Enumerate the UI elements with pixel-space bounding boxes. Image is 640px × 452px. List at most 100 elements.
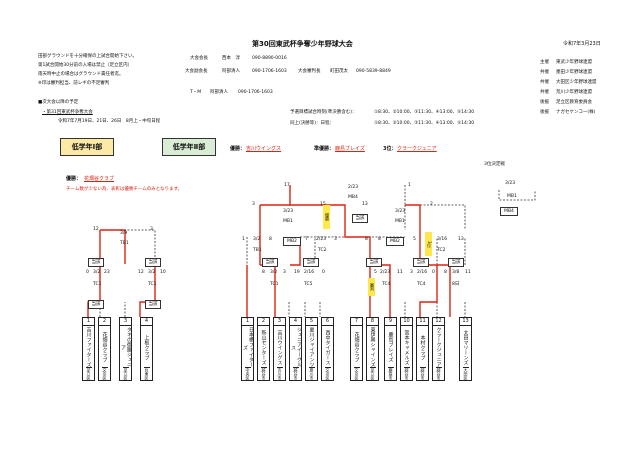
sponsor-role-3: 共催 <box>540 80 549 85</box>
qf1-score-l: 1 <box>242 237 245 242</box>
official-tel-2: 090-1706-1603 <box>252 69 287 74</box>
team-name: 夏川ジャイアンツ <box>308 327 315 367</box>
team-area: 中央区 <box>244 367 251 380</box>
team-name: 吉川ファイターズ <box>85 327 92 367</box>
team-number: 2 <box>258 318 269 326</box>
sponsor-name-4: 荒川少年野球連盟 <box>556 90 592 95</box>
team-name: 鹿島ブレイズ <box>387 332 394 362</box>
page-date: 令和7年3月23日 <box>563 41 601 47</box>
semi-r-score-l: 13 <box>362 202 368 207</box>
left-final-score-r: 3 <box>150 227 153 232</box>
team-number: 2 <box>99 318 110 326</box>
left-semi1-score-r: 23 <box>104 270 110 275</box>
tab-low-2[interactable]: 低学年Ⅱ部 <box>162 138 216 156</box>
tm-role: T・M <box>190 90 202 95</box>
r1-badge-2: 当該 <box>303 258 319 267</box>
sponsor-name-3: 大田区少年野球連盟 <box>556 80 597 85</box>
team-area: 越谷市 <box>403 367 410 380</box>
third-date: 3/23 <box>505 181 516 186</box>
semi-l-field: MB1 <box>283 219 293 224</box>
team-box: 13 太田マリーンズ大田区 <box>459 317 472 381</box>
qf2-score-r: 3 <box>334 237 337 242</box>
semi-l-score-l: 3 <box>252 202 255 207</box>
team-box: 3 タキの御園ジュニア 足立区 <box>119 317 132 381</box>
note-1: 田部グラウンドを十分確保の上試合開始下さい。 <box>38 54 137 59</box>
team-area: 文京区 <box>101 367 108 380</box>
sponsor-role-4: 共催 <box>540 90 549 95</box>
r1-field-3: TC4 <box>382 282 391 287</box>
r1-score-r-5: 11 <box>465 270 471 275</box>
left-semi1-date: 3/2 <box>93 270 101 275</box>
qf3-sub: MB2 <box>386 237 404 246</box>
r1-score-l-3: 5 <box>374 270 377 275</box>
r1-field-4: TC4 <box>417 282 426 287</box>
team-area: 吉川市 <box>276 367 283 380</box>
r1-date-2: 2/16 <box>304 270 315 275</box>
team-name: クラークジュニア <box>435 327 442 367</box>
r1-score-r-3: 11 <box>397 270 403 275</box>
team-area: 足立区 <box>85 367 92 380</box>
official-tel-3: 090-5839-8849 <box>356 69 391 74</box>
final-field: MB4 <box>348 195 358 200</box>
r1-badge-4: 当該 <box>413 258 429 267</box>
left-semi2-field: TC1 <box>148 282 157 287</box>
semi-r-date: 3/23 <box>395 209 406 214</box>
team-number: 7 <box>351 318 362 326</box>
qf1-score-r: 8 <box>269 237 272 242</box>
r1-badge-5: 当該 <box>448 258 464 267</box>
time2-label: 同上(決勝等)：日程： <box>290 121 335 126</box>
tm-name: 阿部清人 <box>210 90 228 95</box>
sponsor-name-1: 東武少年野球連盟 <box>556 60 592 65</box>
official-name-3: 町田茂太 <box>330 69 348 74</box>
left-badge-bottom-1: 当該 <box>88 300 104 309</box>
second-label: 準優勝： <box>314 146 335 152</box>
team-area: 夏川市 <box>308 367 315 380</box>
official-role-2: 大会副会長 <box>185 69 208 74</box>
left-semi2-badge: 当該 <box>145 258 161 267</box>
team-number: 13 <box>460 318 471 326</box>
r1-score-r-2: 0 <box>322 270 325 275</box>
official-role-1: 大会会長 <box>190 56 208 61</box>
sponsor-name-5: 足立区教育委員会 <box>556 100 592 105</box>
team-area: 足立区 <box>122 367 129 380</box>
note-4: ※印は審判担当、前レギの不足審判 <box>38 81 110 86</box>
qf4-score-r: 13 <box>458 237 464 242</box>
third-label: 3位： <box>383 146 397 152</box>
third-marker: 3位 <box>425 232 432 256</box>
team-area: 足立区 <box>369 367 376 380</box>
qf2-date: 2/23 <box>316 237 327 242</box>
sponsor-role-1: 主催 <box>540 60 549 65</box>
team-number: 11 <box>417 318 428 326</box>
left-badge-bottom-2: 当該 <box>145 300 161 309</box>
team-name: 太田マリーンズ <box>462 329 469 365</box>
team-number: 9 <box>385 318 396 326</box>
qf3-score-r: 8 <box>378 237 381 242</box>
final-date: 2/23 <box>348 185 359 190</box>
sponsor-name-2: 墨田少年野球連盟 <box>556 70 592 75</box>
team-name: 上板クラブ <box>143 334 150 360</box>
r1-score-l-5: 8 <box>444 270 447 275</box>
tm-tel: 090-1706-1603 <box>238 90 273 95</box>
team-name: 本村クラブ <box>419 334 426 360</box>
time2: ①8:30、②10:00、③11:30、④13:00、⑤14:30 <box>374 121 475 126</box>
qf4-date: 3/16 <box>437 237 448 242</box>
semi-r-score-r: 2 <box>430 202 433 207</box>
r1-date-5: 3/8 <box>452 270 460 275</box>
qf1-field: TB1 <box>253 248 262 253</box>
team-number: 3 <box>274 318 285 326</box>
tab-low-1[interactable]: 低学年Ⅰ部 <box>60 138 114 156</box>
team-area: 大田区 <box>462 367 469 380</box>
team-area: 文京区 <box>353 367 360 380</box>
win-label: 優勝： <box>230 146 246 152</box>
